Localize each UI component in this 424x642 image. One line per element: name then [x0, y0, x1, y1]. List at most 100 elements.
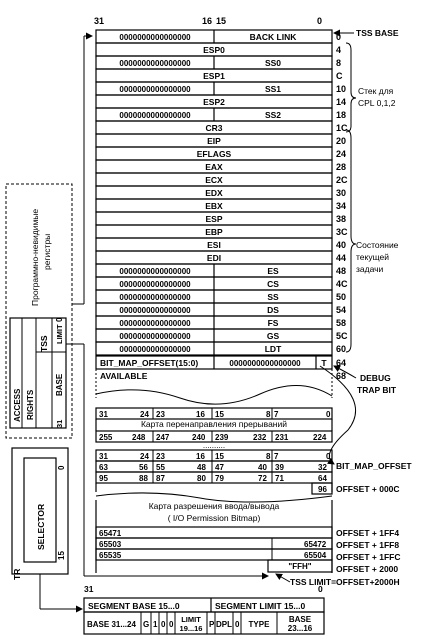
irm-bit: 31 — [99, 410, 108, 419]
tss-field-full: CR3 — [205, 123, 222, 133]
irm-cell: 15 — [215, 452, 224, 461]
limit-hi-2: 19...16 — [180, 624, 203, 633]
tss-offset: 60 — [336, 344, 346, 354]
irm-bit: 7 — [274, 410, 279, 419]
offset-64: 64 — [336, 358, 346, 368]
tss-offset: 44 — [336, 253, 346, 263]
state-brace — [345, 129, 357, 353]
tss-offset: 1C — [336, 123, 348, 133]
irm-cell: 231 — [275, 433, 289, 442]
interrupt-redirection-map: 31 24 23 16 15 8 7 0 Карта перенаправлен… — [95, 407, 333, 462]
tss-offset: 24 — [336, 149, 346, 159]
iopb-65535: 65535 — [99, 551, 122, 560]
tss-field-reserved: 0000000000000000 — [119, 85, 191, 94]
zero-bit-3: 0 — [235, 620, 240, 629]
tss-field-selector: BACK LINK — [250, 32, 298, 42]
tss-reg-label: TSS — [39, 335, 49, 352]
tr-register: TR SELECTOR 15 0 — [11, 447, 83, 613]
base-hi-field: BASE 31...24 — [87, 620, 136, 629]
tss-offset: 2C — [336, 175, 348, 185]
tss-offset: 58 — [336, 318, 346, 328]
tss-field-selector: LDT — [265, 344, 282, 354]
tss-field-full: EDX — [205, 188, 223, 198]
hidden-bit-0: 0 — [55, 317, 64, 322]
irm-bit: 8 — [266, 410, 271, 419]
tss-offset: C — [336, 71, 343, 81]
available-area: AVAILABLE 68 — [95, 369, 346, 405]
irm-bit: 23 — [156, 410, 165, 419]
offset-000c-label: OFFSET + 000C — [336, 484, 400, 494]
tr-bit-0: 0 — [57, 465, 66, 470]
tss-field-full: EBX — [205, 201, 223, 211]
tss-offset: 40 — [336, 240, 346, 250]
trap-bit-field: T — [321, 358, 327, 368]
tss-offset: 10 — [336, 84, 346, 94]
state-label-1: Состояние — [356, 240, 399, 250]
bitmap-offset-label: BIT_MAP_OFFSET — [336, 461, 412, 471]
iopb-65471: 65471 — [99, 529, 122, 538]
tss-field-selector: SS0 — [265, 58, 281, 68]
tss-offset: 5C — [336, 331, 348, 341]
access-label-2: RIGHTS — [26, 389, 35, 420]
tss-field-selector: ES — [267, 266, 279, 276]
link-lines — [66, 32, 269, 580]
irm-cell: 248 — [132, 433, 146, 442]
debug-label-2: TRAP BIT — [357, 385, 397, 395]
io-96: 96 — [318, 485, 327, 494]
iopb-65503: 65503 — [99, 540, 122, 549]
io-cell: 88 — [139, 474, 148, 483]
tss-offset: 50 — [336, 292, 346, 302]
tss-field-full: ESP2 — [203, 97, 225, 107]
iopb-title-2: ( I/O Permission Bitmap) — [168, 513, 261, 523]
tss-offset: 3C — [336, 227, 348, 237]
hidden-regs-label-2: регистры — [42, 234, 52, 270]
irm-cell: 247 — [156, 433, 170, 442]
tss-field-full: ESP1 — [203, 71, 225, 81]
irm-bit: 16 — [196, 410, 205, 419]
io-cell: 56 — [139, 463, 148, 472]
tss-field-full: ESP0 — [203, 45, 225, 55]
bit-0: 0 — [317, 16, 322, 26]
tss-field-selector: CS — [267, 279, 279, 289]
desc-bit-0: 0 — [318, 584, 323, 594]
segment-limit-field: SEGMENT LIMIT 15...0 — [215, 601, 305, 611]
irm-cell: 240 — [192, 433, 206, 442]
tss-descriptor: 31 0 SEGMENT BASE 15...0 SEGMENT LIMIT 1… — [83, 584, 325, 635]
base-lo-1: BASE — [289, 615, 312, 624]
irm-cell: 8 — [266, 452, 271, 461]
irm-title: Карта перенаправления прерываний — [141, 419, 287, 429]
tss-field-reserved: 0000000000000000 — [119, 319, 191, 328]
tss-field-full: ECX — [205, 175, 223, 185]
d-bit: 1 — [153, 620, 158, 629]
tss-offset: 14 — [336, 97, 346, 107]
tss-offset: 28 — [336, 162, 346, 172]
tss-field-full: ESP — [205, 214, 222, 224]
irm-cell: 16 — [196, 452, 205, 461]
tss-base-label: TSS BASE — [356, 28, 399, 38]
io-cell: 72 — [258, 474, 267, 483]
limit-reg-label: LIMIT — [55, 324, 64, 344]
io-cell: 79 — [215, 474, 224, 483]
tss-offset: 8 — [336, 58, 341, 68]
tr-bit-15: 15 — [57, 551, 66, 560]
tss-field-reserved: 0000000000000000 — [119, 111, 191, 120]
tss-field-reserved: 0000000000000000 — [119, 280, 191, 289]
irm-cell: 224 — [313, 433, 327, 442]
debug-label-1: DEBUG — [360, 373, 391, 383]
io-cell: 87 — [156, 474, 165, 483]
io-cell: 32 — [318, 463, 327, 472]
tss-field-reserved: 0000000000000000 — [119, 33, 191, 42]
iomap-zero-field: 0000000000000000 — [229, 359, 301, 368]
io-cell: 39 — [275, 463, 284, 472]
bit-15: 15 — [216, 16, 226, 26]
tr-label: TR — [12, 569, 22, 580]
iopb-title-1: Карта разрешения ввода/вывода — [149, 501, 280, 511]
tss-offset: 48 — [336, 266, 346, 276]
tss-limit-label: TSS LIMIT=OFFSET+2000H — [290, 577, 400, 587]
tss-offset: 0 — [336, 32, 341, 42]
irm-bit: 15 — [215, 410, 224, 419]
io-cell: 95 — [99, 474, 108, 483]
io-cell: 40 — [258, 463, 267, 472]
zero-bit-2: 0 — [169, 620, 174, 629]
